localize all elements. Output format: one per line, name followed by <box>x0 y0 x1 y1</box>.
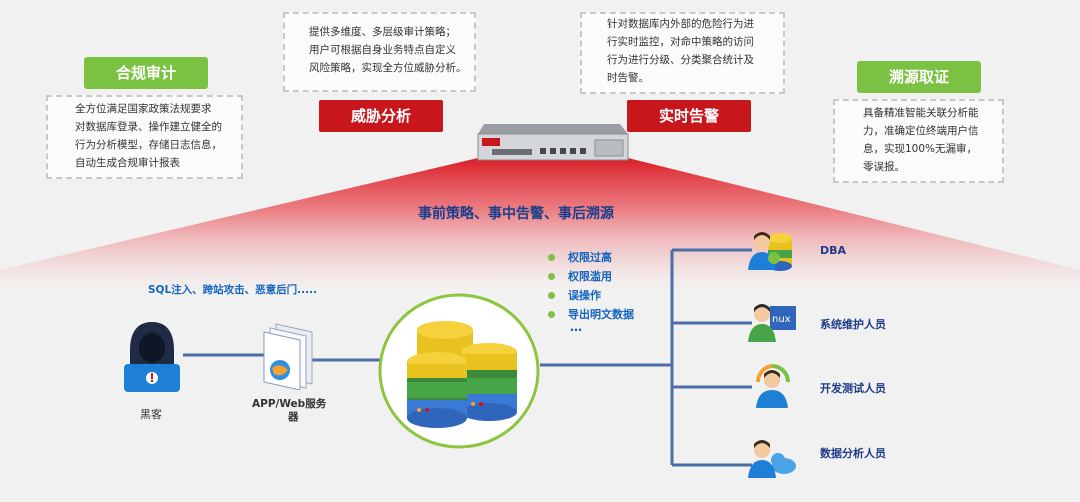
alert-line: 时告警。 <box>607 72 649 84</box>
threat-line: 风险策略，实现全方位威胁分析。 <box>309 62 467 74</box>
alert-line: 针对数据库内外部的危险行为进 <box>607 18 754 30</box>
compliance-line: 对数据库登录、操作建立健全的 <box>75 121 222 133</box>
data-analyst-user-icon <box>748 440 796 478</box>
risk-item: 导出明文数据 <box>548 305 634 324</box>
threat-tag: 威胁分析 <box>319 100 443 132</box>
risk-list: 权限过高 权限滥用 误操作 导出明文数据 <box>548 248 634 324</box>
compliance-description: 全方位满足国家政策法规要求 对数据库登录、操作建立健全的 行为分析模型，存储日志… <box>46 95 243 179</box>
compliance-line: 行为分析模型，存储日志信息， <box>75 139 222 151</box>
web-server-label-line: 器 <box>288 411 299 423</box>
compliance-tag: 合规审计 <box>84 57 208 89</box>
risk-more: … <box>570 320 582 334</box>
trace-line: 具备精准智能关联分析能 <box>863 107 979 119</box>
beam-shape <box>0 158 1080 300</box>
dba-user-icon <box>748 232 792 271</box>
hacker-label: 黑客 <box>140 408 162 421</box>
threat-line: 用户可根据自身业务特点自定义 <box>309 44 456 56</box>
alert-line: 行为进行分级、分类聚合统计及 <box>607 54 754 66</box>
compliance-line: 自动生成合规审计报表 <box>75 157 180 169</box>
risk-item: 权限滥用 <box>548 267 634 286</box>
database-cluster-icon <box>378 293 540 449</box>
beam-title: 事前策略、事中告警、事后溯源 <box>418 206 614 222</box>
audit-appliance-icon <box>477 124 629 161</box>
risk-item: 权限过高 <box>548 248 634 267</box>
trace-line: 零误报。 <box>863 161 905 173</box>
linux-badge-text: nux <box>772 314 791 325</box>
connection-lines <box>183 248 752 467</box>
role-sysadmin: 系统维护人员 <box>820 318 886 331</box>
alert-tag: 实时告警 <box>627 100 751 132</box>
web-server-icon <box>263 323 313 390</box>
trace-tag: 溯源取证 <box>857 61 981 93</box>
compliance-line: 全方位满足国家政策法规要求 <box>75 103 212 115</box>
role-devtest: 开发测试人员 <box>820 382 886 395</box>
role-data-analyst: 数据分析人员 <box>820 447 886 460</box>
alert-description: 针对数据库内外部的危险行为进 行实时监控，对命中策略的访问 行为进行分级、分类聚… <box>580 12 785 94</box>
hacker-icon <box>124 322 180 392</box>
trace-description: 具备精准智能关联分析能 力，准确定位终端用户信 息，实现100%无漏审， 零误报… <box>833 99 1004 183</box>
sysadmin-user-icon: nux <box>748 304 796 342</box>
alert-line: 行实时监控，对命中策略的访问 <box>607 36 754 48</box>
trace-line: 息，实现100%无漏审， <box>863 143 978 155</box>
threat-description: 提供多维度、多层级审计策略； 用户可根据自身业务特点自定义 风险策略，实现全方位… <box>283 12 476 92</box>
trace-line: 力，准确定位终端用户信 <box>863 125 979 137</box>
web-server-label-line: APP/Web服务 <box>252 398 327 410</box>
risk-item: 误操作 <box>548 286 634 305</box>
role-dba: DBA <box>820 244 847 257</box>
threat-line: 提供多维度、多层级审计策略； <box>309 26 456 38</box>
web-server-label: APP/Web服务 器 <box>252 398 362 424</box>
attack-types: SQL注入、跨站攻击、恶意后门..... <box>148 284 318 296</box>
devtest-user-icon <box>755 364 790 408</box>
